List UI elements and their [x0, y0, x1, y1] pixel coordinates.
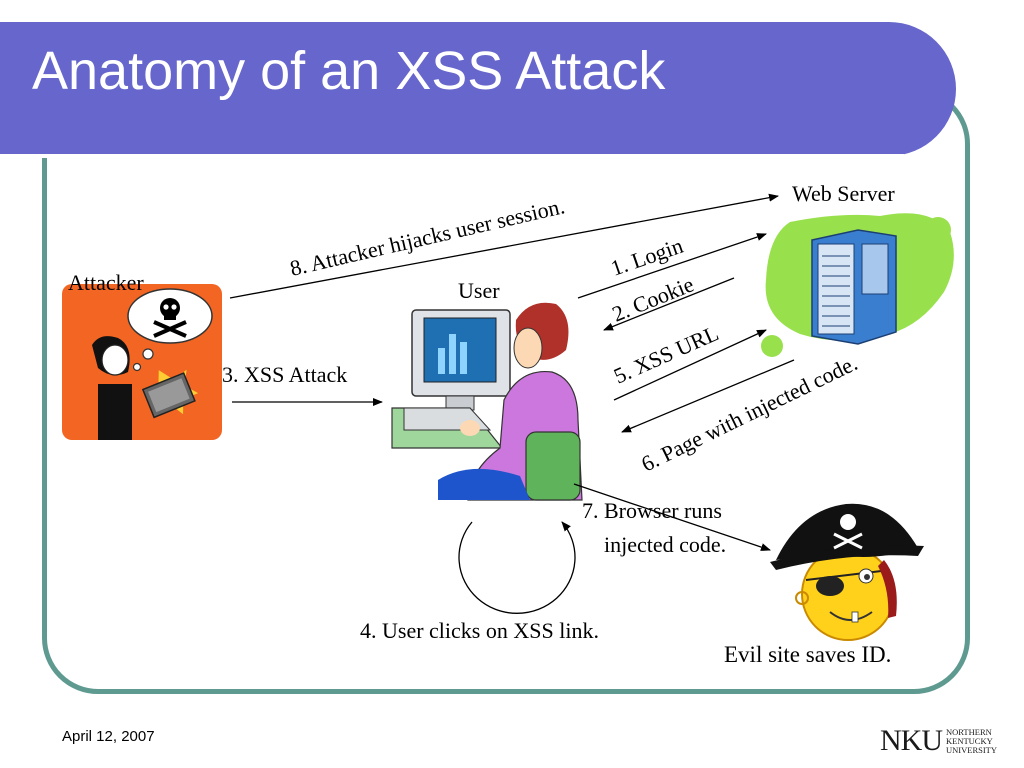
step-browser-runs-line1: 7. Browser runs [582, 498, 722, 523]
evil-site-label: Evil site saves ID. [724, 642, 891, 667]
step-login-label: 1. Login [607, 233, 686, 281]
logo-line-2: KENTUCKY [946, 736, 993, 746]
arrow-page-injected [621, 359, 795, 433]
skull-crossbones-icon [833, 514, 863, 550]
arrow-xss-url [613, 329, 767, 401]
nku-logo: NKU NORTHERN KENTUCKY UNIVERSITY [880, 722, 1020, 762]
attacker-label: Attacker [68, 270, 144, 295]
logo-line-1: NORTHERN [946, 727, 992, 737]
attacker-icon [62, 284, 222, 440]
step-user-clicks-label: 4. User clicks on XSS link. [360, 618, 599, 643]
arrow-hijack [229, 193, 779, 299]
title-underline [0, 154, 904, 158]
step-xss-attack-label: 3. XSS Attack [222, 362, 347, 387]
logo-mark: NKU [880, 724, 943, 757]
logo-line-3: UNIVERSITY [946, 745, 997, 755]
web-server-label: Web Server [792, 181, 895, 206]
step-page-injected-label: 6. Page with injected code. [637, 350, 861, 476]
arrow-cookie [603, 277, 735, 331]
step-hijack-label: 8. Attacker hijacks user session. [288, 193, 567, 281]
user-computer-icon [391, 302, 583, 501]
arrow-login [577, 233, 767, 299]
title-bar [0, 22, 956, 158]
step-xss-url-label: 5. XSS URL [610, 320, 722, 388]
user-label: User [458, 278, 500, 303]
skull-icon [153, 298, 187, 338]
step-cookie-label: 2. Cookie [609, 271, 698, 326]
web-server-icon [761, 213, 954, 357]
footer-date: April 12, 2007 [62, 728, 155, 745]
step-browser-runs-line2: injected code. [604, 532, 726, 557]
arrow-user-clicks-loop [458, 521, 576, 614]
pirate-icon [770, 503, 924, 641]
logo-text: NORTHERN KENTUCKY UNIVERSITY [946, 728, 997, 755]
slide-title: Anatomy of an XSS Attack [32, 41, 666, 101]
arrow-browser-runs [573, 483, 771, 551]
